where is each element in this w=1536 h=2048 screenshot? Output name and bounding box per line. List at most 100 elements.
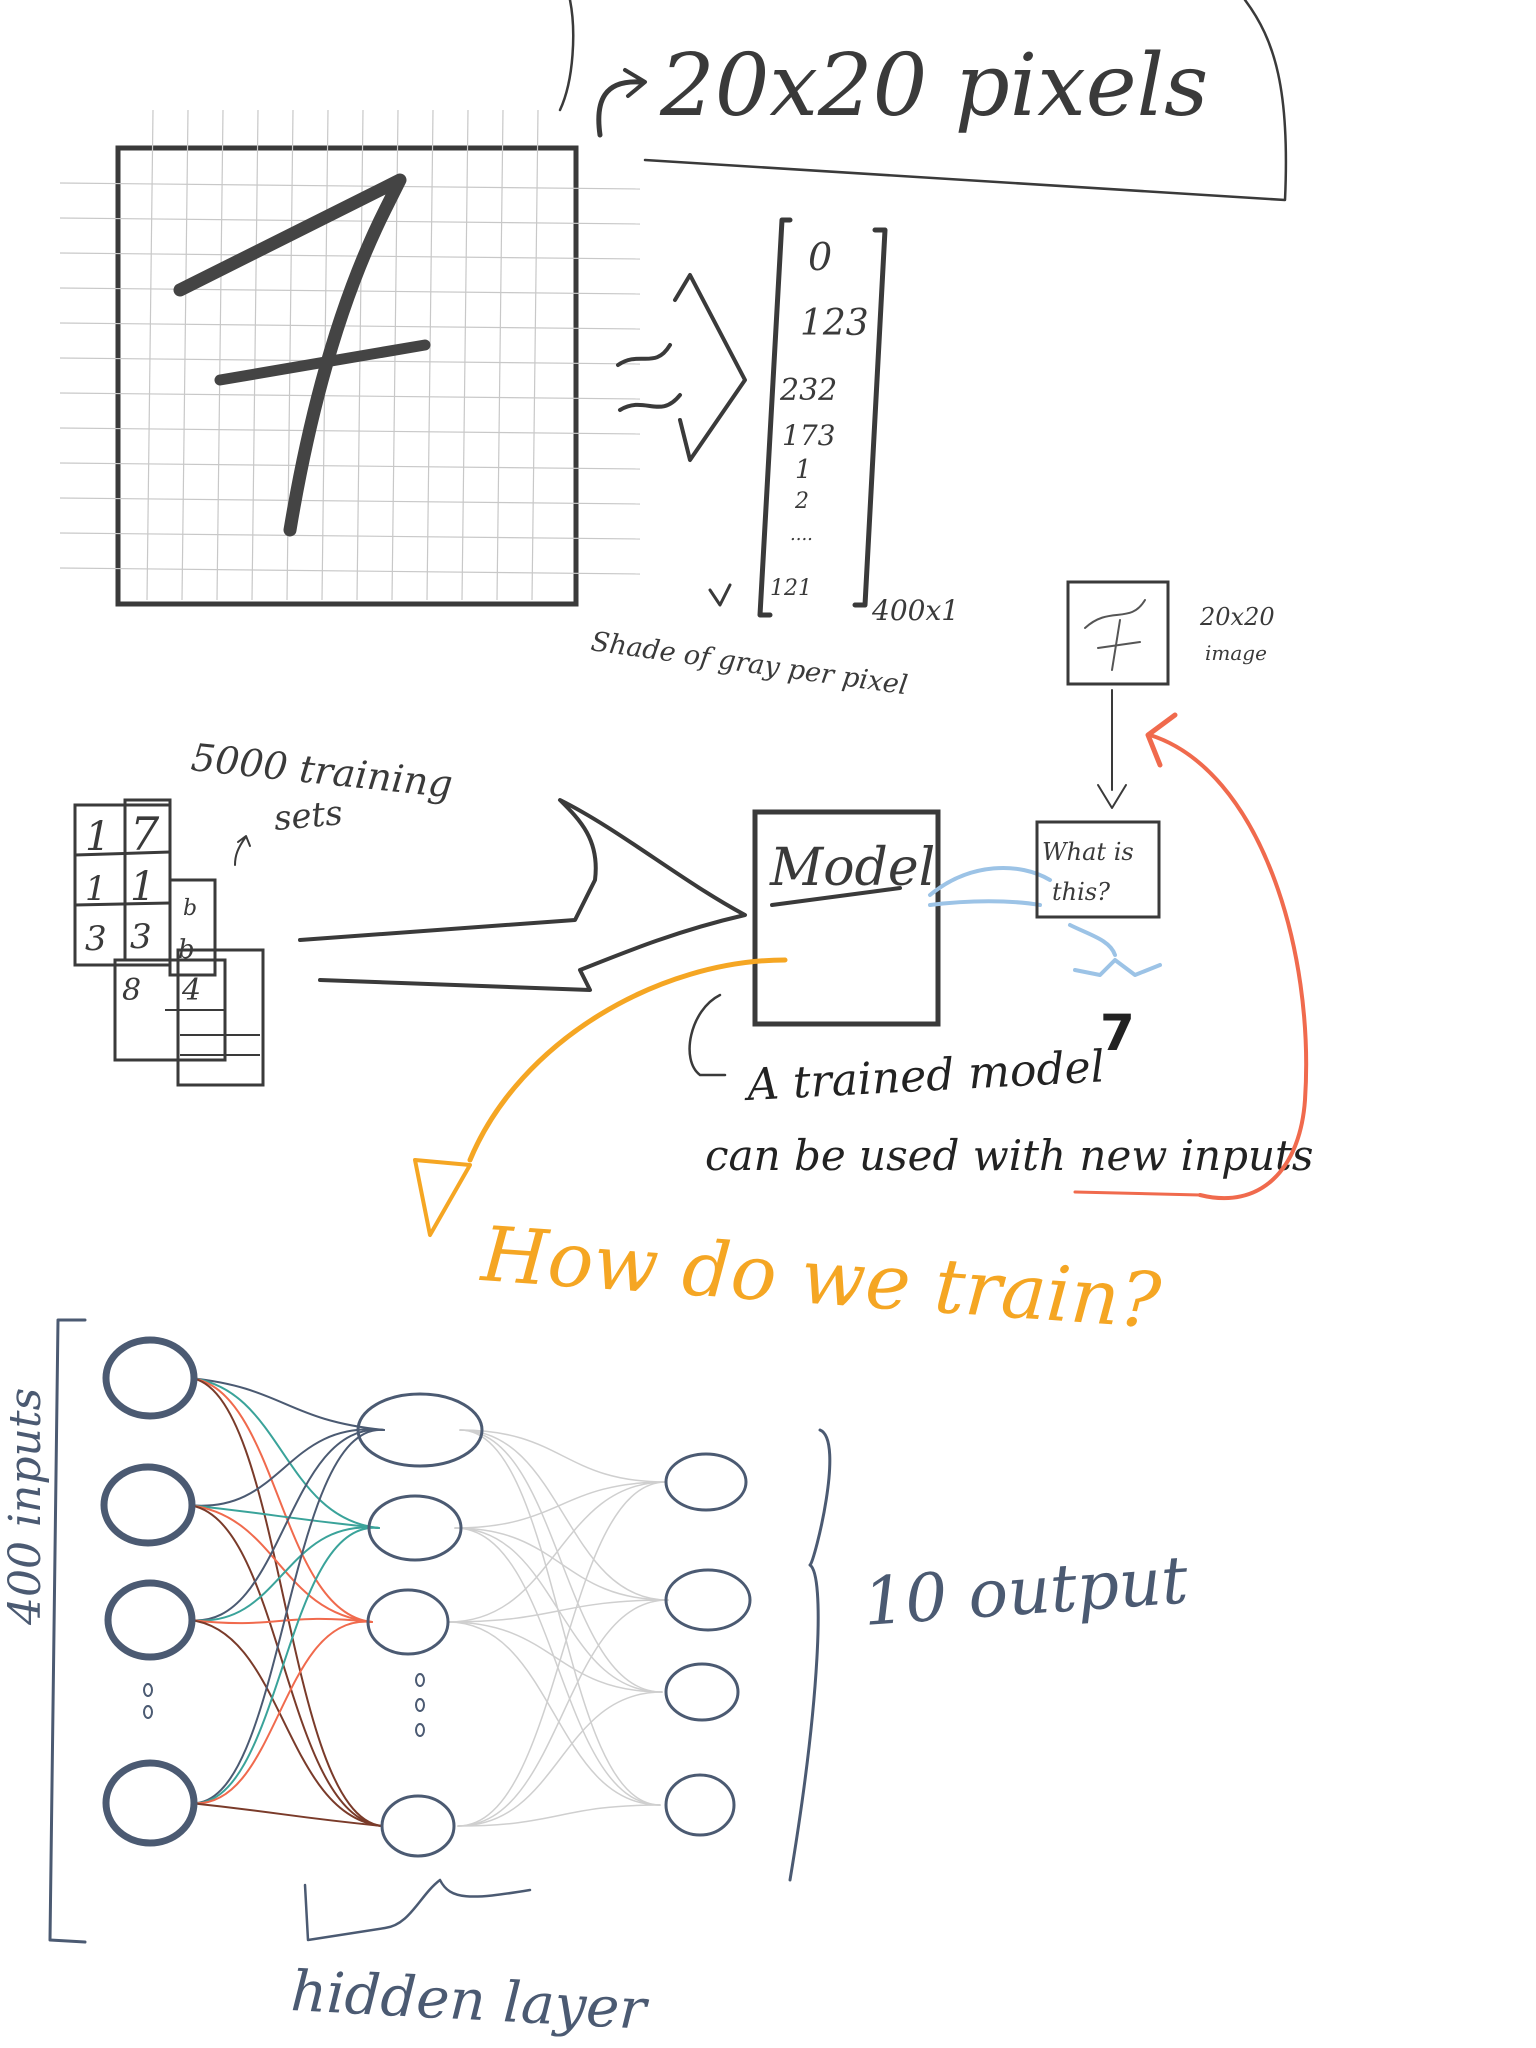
training-label-2: sets (272, 793, 344, 839)
grid-line (251, 109, 259, 601)
new-input-frame (1066, 580, 1170, 686)
connection-line (447, 1599, 669, 1623)
grid-line (531, 109, 539, 601)
new-input-caption-1: 20x20 (1199, 603, 1275, 631)
loop-arrow-head-icon (1145, 712, 1178, 768)
connection-line (189, 1377, 380, 1529)
grid-line (216, 109, 224, 601)
new-input-caption-2: image (1205, 641, 1267, 665)
model-underline (770, 886, 902, 907)
model-label: Model (769, 838, 935, 898)
grid-line (426, 109, 434, 601)
question-line-1: What is (1042, 838, 1134, 866)
digit-label: 7 (240, 419, 241, 421)
digit-seven-stroke (173, 173, 407, 537)
vector-value: 173 (782, 419, 835, 452)
new-input-sketch-icon (1084, 599, 1146, 671)
train-question-arrow-icon (467, 957, 788, 1163)
prediction-arrow-icon (1068, 923, 1162, 977)
ellipsis-dot (415, 1673, 425, 1687)
connection-line (189, 1377, 385, 1431)
ellipsis-dot (143, 1705, 153, 1719)
network-neurons (100, 1336, 752, 1858)
train-question-arrow-head-icon (413, 1158, 472, 1237)
grid-line (59, 252, 641, 260)
hidden-neuron (356, 1392, 484, 1468)
connection-line (457, 1804, 661, 1827)
output-neuron (664, 1568, 752, 1632)
card-digit: 1 (85, 869, 107, 909)
question-box (1035, 820, 1161, 919)
output-neuron (664, 1773, 736, 1837)
caption-arrow-icon (708, 583, 732, 607)
connection-line (447, 1621, 661, 1806)
connection-line (187, 1504, 383, 1827)
output-neuron (664, 1662, 740, 1722)
grid-line (146, 109, 154, 601)
connection-line (447, 1481, 667, 1623)
pixel-grid-frame (115, 145, 579, 607)
vector-size-label: 400x1 (871, 594, 959, 627)
connection-line (187, 1504, 373, 1623)
new-input-loop-arrow-icon (1148, 733, 1309, 1201)
connection-line (189, 1526, 380, 1622)
vector-value: 2 (794, 489, 809, 514)
grid-line (59, 322, 641, 330)
connection-line (189, 1377, 383, 1827)
vector-bracket-left (757, 217, 793, 618)
connection-line (189, 1802, 383, 1827)
card-digit: 3 (130, 917, 152, 957)
grid-line (59, 217, 641, 225)
connection-line (189, 1428, 385, 1622)
title-arrow-icon (596, 79, 643, 138)
hidden-neuron (367, 1494, 463, 1562)
connection-line (189, 1428, 385, 1805)
training-arrow-icon (234, 835, 251, 866)
training-to-model-arrow-icon (298, 798, 747, 992)
grid-line (59, 182, 641, 190)
grid-line (59, 462, 641, 470)
output-neuron (664, 1452, 748, 1512)
title-text: 20x20 pixels (659, 36, 1208, 136)
title-arrow-head-icon (623, 68, 647, 98)
grid-line (59, 567, 641, 575)
connection-line (189, 1619, 383, 1827)
input-neuron (102, 1759, 198, 1847)
grid-line (59, 497, 641, 505)
network-connections (187, 1377, 669, 1827)
vector-value: 123 (800, 303, 869, 344)
title-bracket-left (558, 0, 575, 112)
title-frame-line (643, 0, 1288, 202)
hidden-layer-label: hidden layer (289, 1959, 651, 2043)
vector-value: .... (790, 524, 813, 545)
hidden-layer-bracket (303, 1878, 532, 1942)
grid-line (496, 109, 504, 601)
grid-line (59, 532, 641, 540)
hidden-neuron (380, 1794, 456, 1858)
connection-line (457, 1481, 667, 1827)
pixel-grid-lines (59, 109, 641, 601)
new-input-arrow-head-icon (1097, 784, 1127, 809)
connection-line (457, 1691, 663, 1827)
grid-line (59, 427, 641, 435)
connection-line (454, 1527, 663, 1693)
connection-line (459, 1429, 667, 1483)
connection-line (459, 1429, 661, 1806)
connection-line (459, 1429, 663, 1693)
connection-line (189, 1526, 380, 1805)
grid-line (461, 109, 469, 601)
vector-caption: Shade of gray per pixel (589, 626, 910, 701)
digit-seven-crossbar (214, 339, 431, 386)
grid-line (181, 109, 189, 601)
card-digit: 7 (130, 807, 160, 861)
inputs-bracket (48, 1318, 87, 1944)
vector-value: 1 (795, 455, 812, 485)
card-digit: b (178, 935, 195, 965)
vector-value: 121 (770, 576, 812, 601)
model-box (752, 809, 941, 1027)
outputs-bracket (788, 1428, 832, 1882)
connection-line (187, 1428, 385, 1507)
connection-line (189, 1377, 373, 1623)
card-digit: 8 (122, 973, 141, 1008)
